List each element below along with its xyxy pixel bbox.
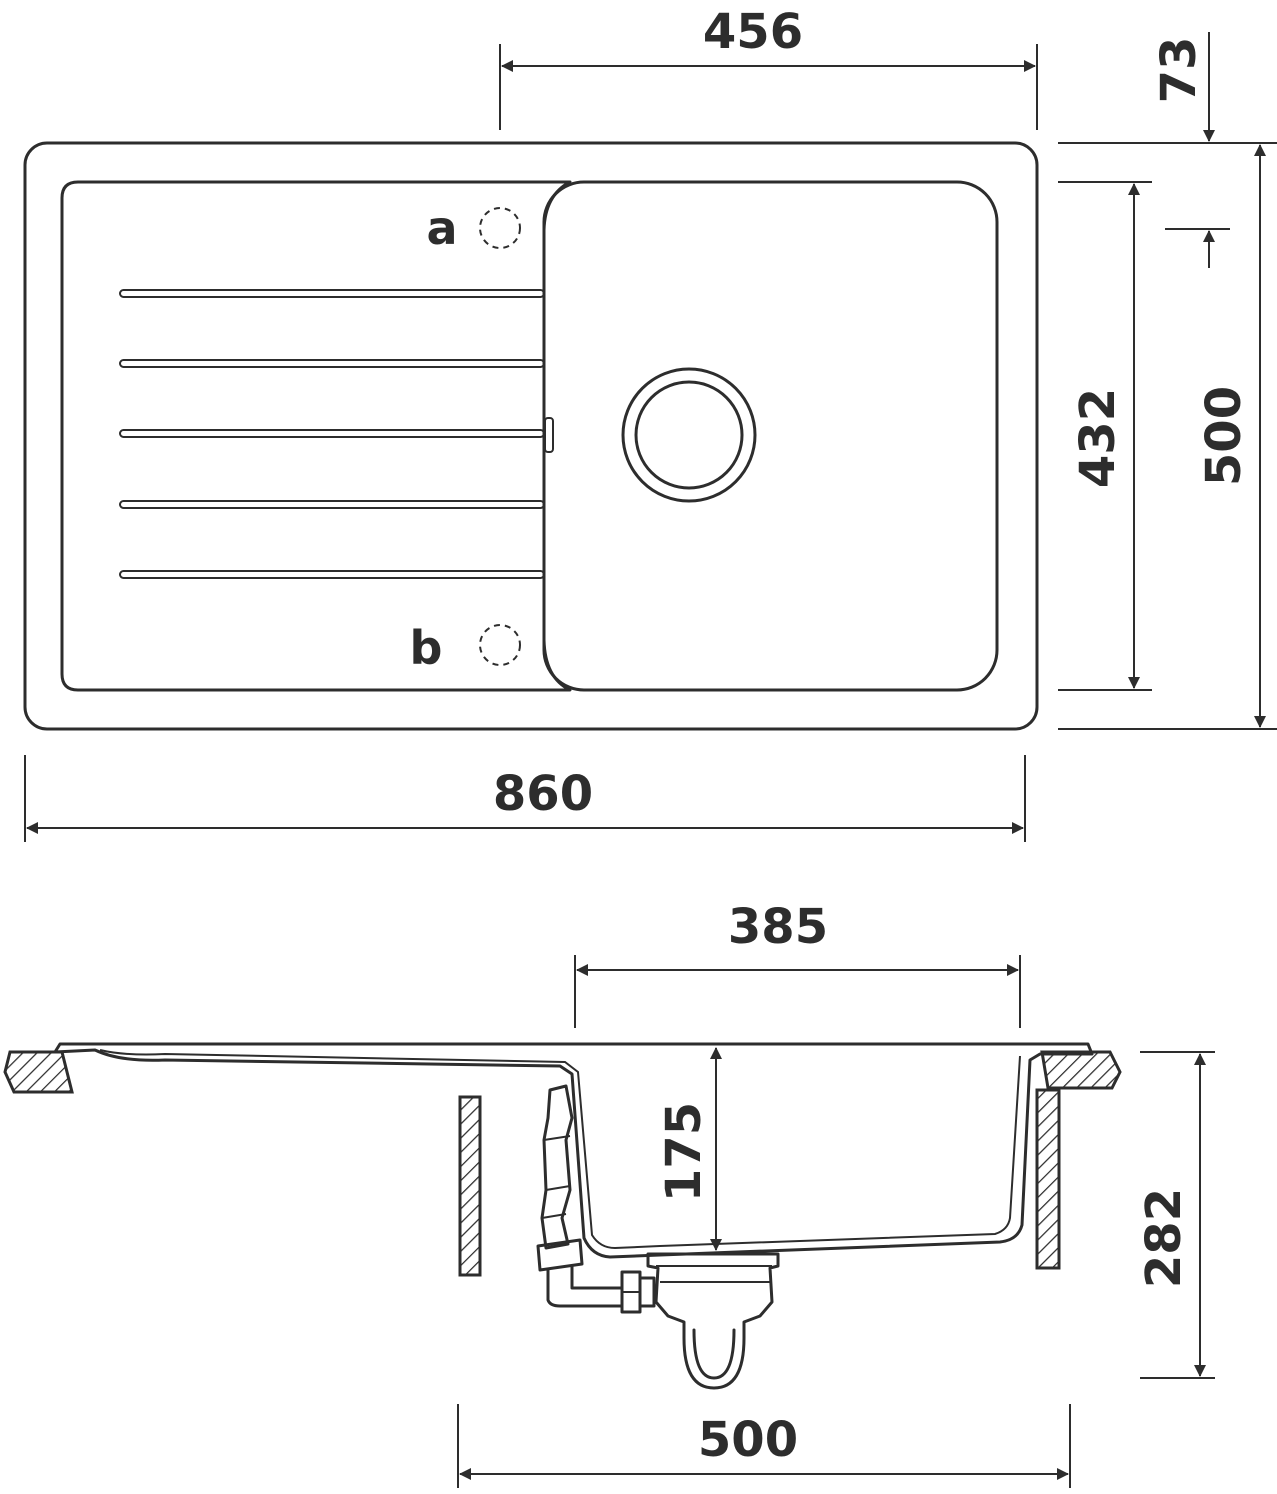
dimension-bowl-depth: 175 (656, 1047, 722, 1251)
dimension-bowl-inner-width-label: 385 (728, 899, 828, 955)
bowl-outline (542, 180, 999, 692)
dimension-bowl-length-label: 432 (1070, 388, 1126, 488)
dimension-total-height: 282 (1136, 1051, 1215, 1379)
dimension-total-width-label: 860 (493, 766, 593, 822)
cabinet-wall-left (458, 1095, 482, 1277)
countertop-left (3, 1050, 74, 1094)
dimension-total-depth: 500 (1058, 144, 1277, 730)
top-view: a b 456 73 432 500 (23, 4, 1277, 842)
drainboard-grooves (119, 289, 545, 579)
drain-inner-ring (634, 380, 744, 490)
tap-hole-b-label: b (410, 621, 443, 675)
dimension-bowl-width: 456 (499, 4, 1038, 130)
sink-profile-outer (53, 1042, 1094, 1259)
overflow-slot (544, 417, 554, 453)
dimension-bowl-depth-label: 175 (656, 1102, 712, 1202)
drain-trap (646, 1252, 780, 1390)
drain-connector (620, 1270, 656, 1314)
groove-2 (119, 359, 545, 368)
groove-5 (119, 570, 545, 579)
dimension-bowl-length: 432 (1058, 181, 1152, 691)
dimension-cabinet-width: 500 (457, 1404, 1071, 1488)
groove-1 (119, 289, 545, 298)
countertop-right (1040, 1050, 1122, 1090)
dimension-bowl-inner-width: 385 (574, 899, 1021, 1028)
tap-hole-a-label: a (426, 201, 457, 255)
dimension-edge-offset: 73 (1058, 32, 1277, 268)
groove-3 (119, 429, 545, 438)
tap-hole-b (479, 624, 521, 666)
dimension-total-height-label: 282 (1136, 1188, 1192, 1288)
dimension-total-width: 860 (24, 755, 1026, 842)
dimension-total-depth-label: 500 (1196, 386, 1252, 486)
drain-outer-ring (621, 367, 757, 503)
groove-4 (119, 500, 545, 509)
dimension-edge-offset-label: 73 (1151, 37, 1207, 104)
sink-profile-inner (99, 1049, 1021, 1250)
tap-hole-a (479, 207, 521, 249)
dimension-cabinet-width-label: 500 (698, 1412, 798, 1468)
side-view: 385 175 282 500 (3, 899, 1215, 1488)
sink-outer-rim (23, 141, 1039, 731)
dimension-bowl-width-label: 456 (703, 4, 803, 60)
cabinet-wall-right (1035, 1088, 1061, 1270)
